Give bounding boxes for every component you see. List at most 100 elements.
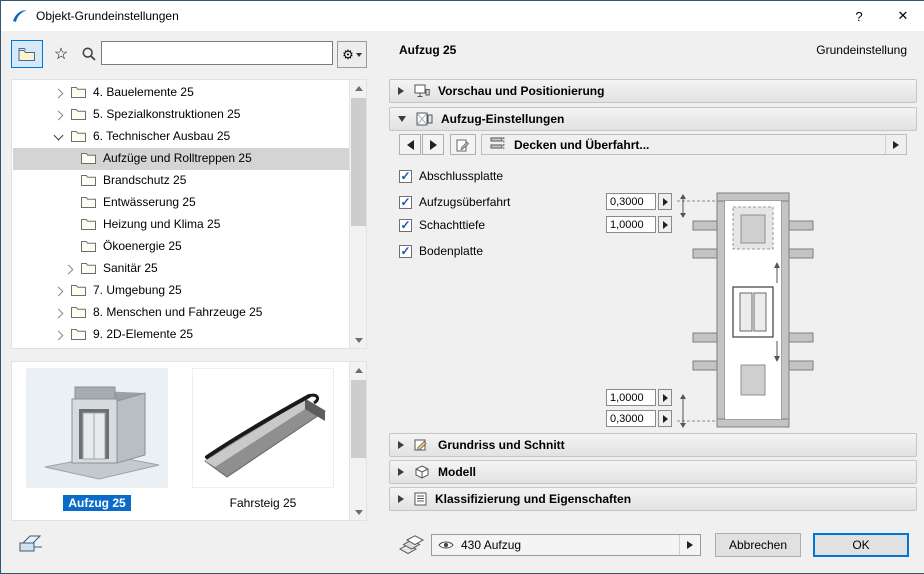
chevron-right-icon[interactable] [53,308,64,319]
preview-item-fahrsteig[interactable]: Fahrsteig 25 [192,368,334,511]
section-klassifizierung[interactable]: Klassifizierung und Eigenschaften [389,487,917,511]
preview-label-fahrsteig[interactable]: Fahrsteig 25 [229,496,297,510]
arrow-right-icon [662,197,668,206]
scroll-down-icon[interactable] [350,332,367,348]
layer-combo[interactable]: 430 Aufzug [431,534,701,556]
tree-item[interactable]: Brandschutz 25 [13,170,350,192]
preview-scrollbar[interactable] [349,362,366,520]
tree-scrollbar[interactable] [349,80,366,348]
tree-item[interactable]: 8. Menschen und Fahrzeuge 25 [13,302,350,324]
chevron-down-icon[interactable] [53,130,64,141]
checkbox-row-bodenplatte[interactable]: Bodenplatte [399,243,483,259]
chevron-right-icon [398,495,404,503]
tree-item-label: 4. Bauelemente 25 [93,85,194,99]
mode-label: Grundeinstellung [816,43,907,57]
scroll-up-icon[interactable] [350,362,367,378]
settings-panel: Aufzug 25 Grundeinstellung Vorschau und … [389,1,917,573]
arrow-right-icon [662,220,668,229]
help-button[interactable]: ? [855,8,863,24]
tree-item[interactable]: Entwässerung 25 [13,192,350,214]
arrow-right-icon [687,541,693,549]
search-icon-button[interactable] [77,43,101,65]
scroll-down-icon[interactable] [350,504,367,520]
checkbox-row-aufzugsueberfahrt[interactable]: Aufzugsüberfahrt [399,194,510,210]
tree-item[interactable]: Heizung und Klima 25 [13,214,350,236]
layer-combo-arrow[interactable] [679,535,700,555]
bodenplatte-flyout-button[interactable] [658,410,672,427]
checkbox-checked-icon[interactable] [399,218,412,232]
checkbox-checked-icon[interactable] [399,195,412,209]
grubentiefe-flyout-button[interactable] [658,389,672,406]
load-other-object-button[interactable] [15,529,47,557]
folder-icon [81,174,96,189]
search-input[interactable] [101,41,333,65]
tree-item[interactable]: 6. Technischer Ausbau 25 [13,126,350,148]
checkbox-row-abschlussplatte[interactable]: Abschlussplatte [399,168,503,184]
next-page-button[interactable] [422,134,444,155]
object-name: Aufzug 25 [399,43,457,57]
scroll-up-icon[interactable] [350,80,367,96]
checkbox-label: Bodenplatte [419,244,484,258]
settings-page-dropdown[interactable]: Decken und Überfahrt... [481,134,907,155]
tree-item-selected[interactable]: Aufzüge und Rolltreppen 25 [13,148,350,170]
settings-menu-button[interactable]: ⚙ [337,41,367,68]
schachttiefe-input[interactable] [606,216,656,233]
section-label: Klassifizierung und Eigenschaften [435,492,632,506]
tree-item[interactable]: Ökoenergie 25 [13,236,350,258]
previous-page-button[interactable] [399,134,421,155]
panel-header: Aufzug 25 Grundeinstellung [389,43,917,65]
tree-item-label: Sanitär 25 [103,261,158,275]
titlebar[interactable]: Objekt-Grundeinstellungen ? ✕ [1,1,924,31]
scrollbar-thumb[interactable] [351,380,366,458]
transfer-settings-button[interactable] [450,134,476,155]
tree-item[interactable]: Sanitär 25 [13,258,350,280]
layer-settings-button[interactable] [395,533,427,557]
section-aufzug-einstellungen[interactable]: Aufzug-Einstellungen [389,107,917,131]
grubentiefe-input[interactable] [606,389,656,406]
chevron-right-icon[interactable] [53,110,64,121]
tree-item-label: Entwässerung 25 [103,195,196,209]
elevator-settings-icon [416,112,433,126]
schachttiefe-flyout-button[interactable] [658,216,672,233]
tree-item[interactable]: 4. Bauelemente 25 [13,82,350,104]
slab-section-icon [490,136,506,153]
favorites-button[interactable]: ☆ [47,41,75,67]
preview-label-aufzug[interactable]: Aufzug 25 [63,495,131,511]
ueberfahrt-flyout-button[interactable] [658,193,672,210]
tree-item-label: 5. Spezialkonstruktionen 25 [93,107,241,121]
section-modell[interactable]: Modell [389,460,917,484]
section-label: Aufzug-Einstellungen [441,112,565,126]
tree-item-label: Aufzüge und Rolltreppen 25 [103,151,252,165]
checkbox-checked-icon[interactable] [399,169,412,183]
tree-item[interactable]: 9. 2D-Elemente 25 [13,324,350,346]
preview-positioning-icon [414,84,430,98]
section-vorschau-und-positionierung[interactable]: Vorschau und Positionierung [389,79,917,103]
tree-item-label: 6. Technischer Ausbau 25 [93,129,231,143]
page-dropdown-arrow[interactable] [885,135,906,154]
scrollbar-thumb[interactable] [351,98,366,226]
preview-item-aufzug[interactable]: Aufzug 25 [26,368,168,511]
chevron-right-icon[interactable] [63,264,74,275]
chevron-right-icon[interactable] [53,330,64,341]
chevron-right-icon[interactable] [53,286,64,297]
ok-button[interactable]: OK [813,533,909,557]
checkbox-checked-icon[interactable] [399,244,412,258]
search-icon [82,47,96,61]
ueberfahrt-height-input[interactable] [606,193,656,210]
document-list-icon [414,492,427,506]
bodenplatte-input[interactable] [606,410,656,427]
chevron-right-icon[interactable] [53,88,64,99]
cancel-button[interactable]: Abbrechen [715,533,801,557]
folder-tree-icon [18,47,35,61]
arrow-right-icon [662,393,668,402]
folder-icon [71,108,86,123]
section-grundriss-und-schnitt[interactable]: Grundriss und Schnitt [389,433,917,457]
layers-icon [398,535,424,555]
close-button[interactable]: ✕ [897,8,909,23]
folder-view-toggle[interactable] [11,40,43,68]
tree-item[interactable]: 7. Umgebung 25 [13,280,350,302]
tree-item-label: Brandschutz 25 [103,173,187,187]
checkbox-row-schachttiefe[interactable]: Schachttiefe [399,217,485,233]
chevron-right-icon [398,441,404,449]
tree-item[interactable]: 5. Spezialkonstruktionen 25 [13,104,350,126]
